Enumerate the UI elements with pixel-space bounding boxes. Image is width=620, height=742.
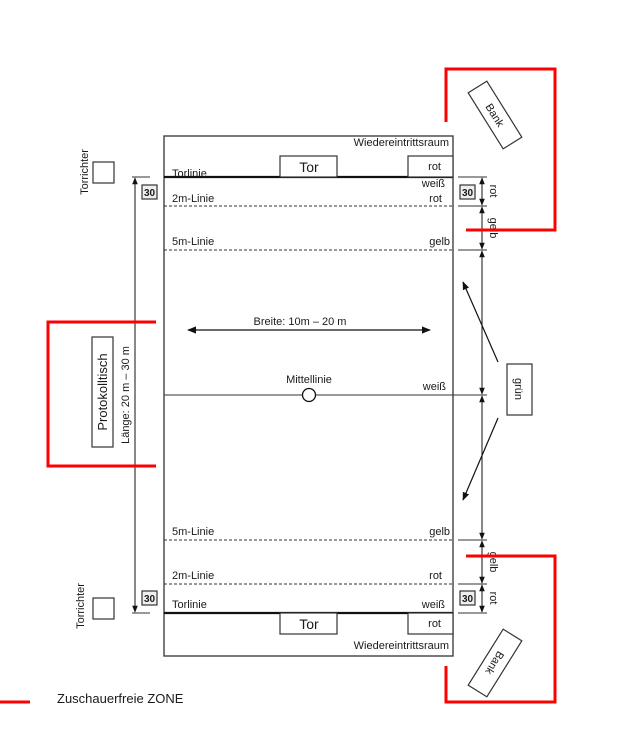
restricted-zone-bottom-right [444, 554, 557, 704]
restricted-zone-left [46, 320, 156, 468]
bench-bottom: Bank [467, 628, 523, 698]
goal-bottom-color-box [407, 612, 454, 635]
goal-judge-bottom-box [92, 597, 115, 620]
restricted-zone-top-right [444, 67, 557, 232]
length-label: Länge: 20 m – 30 m [120, 346, 132, 444]
zone-label-red-bottom: rot [487, 592, 499, 605]
shot-clock-bottom-left-label: 30 [144, 594, 156, 605]
shot-clock-top-left-label: 30 [144, 188, 156, 199]
green-arrow-down [462, 417, 499, 501]
goal-bottom-color-label: rot [428, 618, 441, 630]
protocol-table-box [91, 336, 114, 448]
green-zone-label: grün [512, 378, 524, 400]
goal-top-label: Tor [299, 159, 319, 175]
protocol-table-label: Protokolltisch [95, 353, 110, 430]
5m-line-top-color: gelb [429, 236, 450, 248]
shot-clock-bottom-left [141, 590, 158, 606]
shot-clock-bottom-right-label: 30 [462, 594, 474, 605]
field-outer-boundary [163, 135, 454, 657]
zone-label-red-top: rot [487, 185, 499, 198]
goal-line-bottom-color: weiß [421, 599, 446, 611]
reentry-area-bottom-label: Wiedereintrittsraum [354, 640, 449, 652]
green-zone-box [506, 363, 533, 416]
center-line-color: weiß [422, 381, 447, 393]
5m-line-bottom-label: 5m-Linie [172, 526, 214, 538]
width-label: Breite: 10m – 20 m [254, 316, 347, 328]
goal-top-box [279, 155, 338, 178]
goal-judge-top-label: Torrichter [79, 149, 91, 195]
5m-line-bottom-color: gelb [429, 526, 450, 538]
reentry-area-top-label: Wiedereintrittsraum [354, 137, 449, 149]
2m-line-bottom-label: 2m-Linie [172, 570, 214, 582]
goal-bottom-box [279, 612, 338, 635]
center-circle [301, 387, 317, 403]
green-arrow-up [462, 281, 499, 363]
2m-line-bottom-color: rot [429, 570, 442, 582]
shot-clock-top-right-label: 30 [462, 188, 474, 199]
goal-line-top-label: Torlinie [172, 168, 207, 180]
shot-clock-top-left [141, 184, 158, 200]
goal-judge-bottom-label: Torrichter [75, 583, 87, 629]
zone-label-yellow-top: gelb [487, 218, 499, 239]
goal-judge-top-box [92, 161, 115, 184]
2m-line-top-label: 2m-Linie [172, 193, 214, 205]
center-line-label: Mittellinie [286, 374, 332, 386]
bench-top-box [467, 80, 523, 150]
goal-line-bottom-label: Torlinie [172, 599, 207, 611]
2m-line-top-color: rot [429, 193, 442, 205]
goal-bottom-label: Tor [299, 616, 319, 632]
shot-clock-bottom-right [459, 590, 476, 606]
goal-top-color-label: rot [428, 161, 441, 173]
goal-top-color-box [407, 155, 454, 178]
bench-bottom-box [467, 628, 523, 698]
5m-line-top-label: 5m-Linie [172, 236, 214, 248]
bench-top: Bank [467, 80, 523, 150]
shot-clock-top-right [459, 184, 476, 200]
goal-line-top-color: weiß [421, 178, 446, 190]
legend-label: Zuschauerfreie ZONE [57, 691, 184, 706]
